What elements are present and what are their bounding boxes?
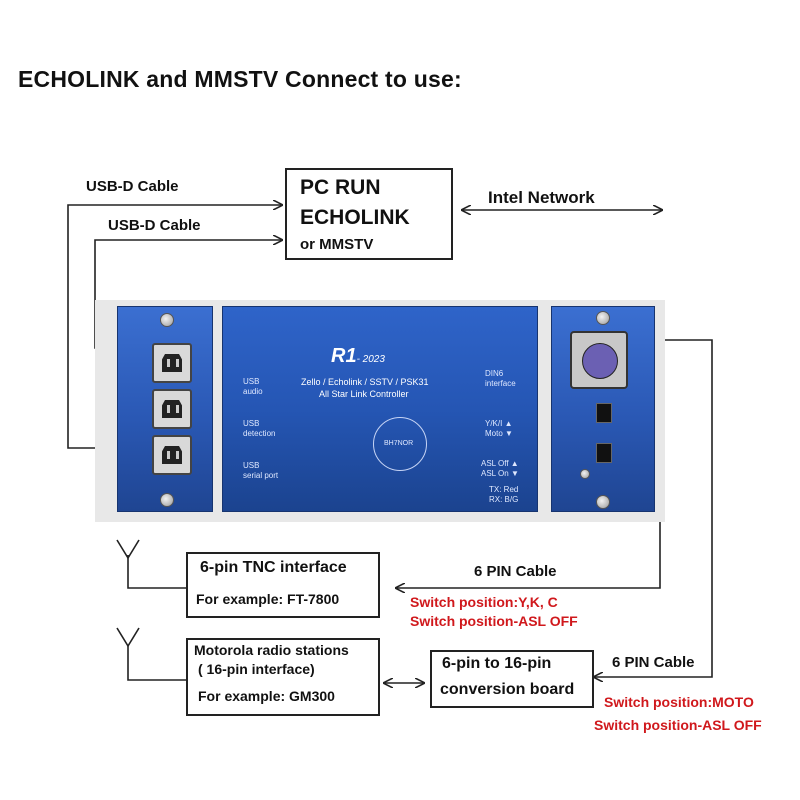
device-subtitle-1: Zello / Echolink / SSTV / PSK31 (301, 377, 429, 387)
pc-box (285, 168, 453, 260)
usb-audio-label-2: audio (243, 387, 263, 396)
mode-switch (596, 403, 612, 423)
antenna-icon (116, 627, 140, 648)
conversion-board-box (430, 650, 594, 708)
screw-icon (580, 469, 590, 479)
screw-icon (596, 495, 610, 509)
switch-asl-label-2: ASL On ▼ (481, 469, 519, 478)
usb-port-detection (152, 389, 192, 429)
usb-serial-label-2: serial port (243, 471, 279, 480)
usb-port-serial (152, 435, 192, 475)
device-right-panel (551, 306, 655, 512)
usb-audio-label-1: USB (243, 377, 260, 386)
usb-port-audio (152, 343, 192, 383)
screw-icon (160, 493, 174, 507)
usb-cable-label-2: USB-D Cable (108, 217, 201, 234)
six-pin-cable-bottom-line (594, 339, 713, 677)
tnc-interface-box (186, 552, 380, 618)
seal-icon: BH7NOR (373, 417, 427, 471)
device-left-panel (117, 306, 213, 512)
switch-ykc-label-2: Moto ▼ (485, 429, 513, 438)
switch-ykc-label-1: Y/K/I ▲ (485, 419, 513, 428)
usb-cable-label-1: USB-D Cable (86, 178, 179, 195)
antenna-icon (116, 539, 140, 560)
device-logo: R1- 2023 (331, 345, 385, 367)
note-asl-off-1: Switch position-ASL OFF (410, 613, 578, 629)
din6-port (570, 331, 628, 389)
six-pin-cable-label-top: 6 PIN Cable (474, 563, 557, 580)
pc-box-line3: or MMSTV (300, 236, 374, 253)
screw-icon (596, 311, 610, 325)
pc-box-line1: PC RUN (300, 176, 381, 199)
switch-asl-label-1: ASL Off ▲ (481, 459, 519, 468)
page-title: ECHOLINK and MMSTV Connect to use: (18, 66, 462, 92)
six-pin-cable-label-bottom: 6 PIN Cable (612, 654, 695, 671)
usb-serial-label-1: USB (243, 461, 260, 470)
tnc-box-line2: For example: FT-7800 (196, 591, 340, 607)
pc-box-line2: ECHOLINK (300, 206, 410, 229)
usb-detection-label-1: USB (243, 419, 260, 428)
note-switch-ykc: Switch position:Y,K, C (410, 594, 558, 610)
rx-label: RX: B/G (489, 495, 519, 504)
conversion-box-line2: conversion board (440, 681, 575, 698)
note-switch-moto: Switch position:MOTO (604, 694, 754, 710)
device-middle-panel: R1- 2023 Zello / Echolink / SSTV / PSK31… (222, 306, 538, 512)
din-interface-label-2: interface (485, 379, 516, 388)
note-asl-off-2: Switch position-ASL OFF (594, 717, 762, 733)
asl-switch (596, 443, 612, 463)
network-label: Intel Network (488, 188, 595, 207)
motorola-box-line2: ( 16-pin interface) (198, 661, 315, 677)
motorola-box (186, 638, 380, 716)
motorola-box-line1: Motorola radio stations (194, 642, 349, 658)
tx-label: TX: Red (489, 485, 519, 494)
usb-detection-label-2: detection (243, 429, 276, 438)
tnc-box-line1: 6-pin TNC interface (200, 559, 347, 576)
conversion-box-line1: 6-pin to 16-pin (442, 655, 552, 672)
din-interface-label-1: DIN6 (485, 369, 504, 378)
motorola-box-line3: For example: GM300 (198, 688, 335, 704)
screw-icon (160, 313, 174, 327)
device-subtitle-2: All Star Link Controller (319, 389, 409, 399)
